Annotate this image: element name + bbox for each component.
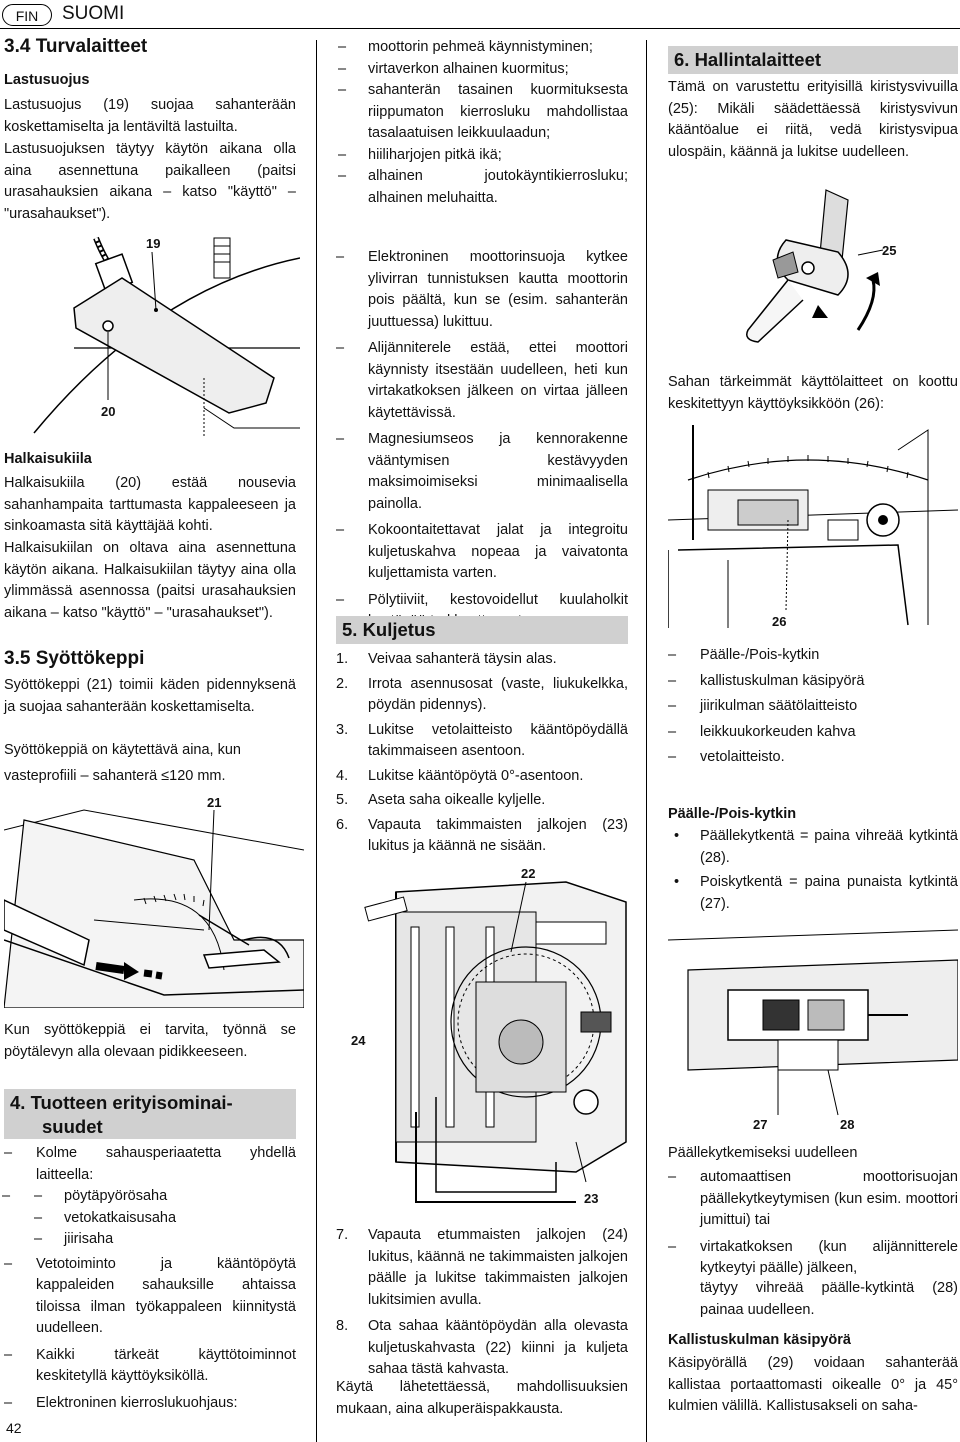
push-stick-figure [4,809,304,1008]
clamping-lever-figure [746,189,884,343]
section-5-title: 5. Kuljetus [336,616,628,644]
paragraph: Lastusuojuksen täytyy käytön aikana olla… [4,141,296,222]
language-code-badge: FIN [2,4,52,26]
column-divider-1 [316,40,317,1442]
paragraph: vasteprofiili – sahanterä ≤120 mm. [4,768,226,784]
list-item: virtaverkon alhainen kuormitus; [338,59,628,81]
list-item: Kaikki tärkeät käyttötoiminnot keskitety… [4,1345,296,1388]
list-item: vetolaitteisto. [668,747,958,769]
paragraph: Kun syöttökeppiä ei tarvita, työnnä se p… [4,1022,296,1060]
figure-label-23: 23 [584,1191,599,1206]
figure-label-25: 25 [882,243,897,258]
motor-features-list: moottorin pehmeä käynnistyminen; virtave… [336,37,628,209]
header-rule [0,28,960,29]
list-item: leikkuukorkeuden kahva [668,722,958,744]
list-item: automaattisen moottorisuojan päällekytke… [668,1167,958,1232]
list-item: alhainen joutokäyntikierrosluku; alhaine… [338,166,628,209]
list-item: Poiskytkentä = paina punaista kytkintä (… [668,872,958,915]
tilt-wheel-heading: Kallistuskulman käsipyörä [668,1332,851,1348]
paragraph: Käytä lähetettäessä, mahdollisuuksien mu… [336,1379,628,1417]
section-3-5-title: 3.5 Syöttökeppi [4,648,145,669]
list-item: 5.Aseta saha oikealle kyljelle. [336,792,546,808]
figure-label-28: 28 [840,1117,855,1132]
chip-guard-figure [33,236,300,438]
section-4-title: 4. Tuotteen erityisominai- suudet [4,1089,296,1139]
figure-label-20: 20 [101,404,116,419]
restart-heading: Päällekytkemiseksi uudelleen [668,1145,858,1161]
figure-label-22: 22 [521,866,536,881]
list-item: 6.Vapauta takimmaisten jalkojen (23) luk… [336,816,628,855]
column-divider-2 [646,40,647,1442]
list-item: Alijänniterele estää, ettei moottori käy… [336,338,628,424]
list-item: Magnesiumseos ja kennorakenne vääntymise… [336,429,628,515]
list-item: 4.Lukitse kääntöpöytä 0°-asentoon. [336,767,584,784]
saw-transport-figure [364,881,627,1203]
section-4-title-line-1: 4. Tuotteen erityisominai- [10,1092,233,1113]
paragraph: Syöttökeppi (21) toimii käden pidennykse… [4,677,296,715]
paragraph: Lastusuojus (19) suojaa sahanterään kosk… [4,97,296,135]
figure-label-27: 27 [753,1117,768,1132]
figure-label-24: 24 [351,1033,366,1048]
language-name: SUOMI [62,3,125,24]
list-item: pöytäpyörösaha [34,1186,296,1208]
paragraph: Tämä on varustettu erityisillä kiristysv… [668,79,958,160]
list-item: pöytäpyörösaha vetokatkaisusaha jiirisah… [2,1186,296,1251]
transport-steps-2: 7.Vapauta etummaisten jalkojen (24) luki… [336,1225,628,1381]
section-3-4-title: 3.4 Turvalaitteet [4,36,148,57]
list-item: Elektroninen moottorinsuoja kytkee ylivi… [336,247,628,333]
section-4-title-line-2: suudet [42,1116,103,1137]
transport-steps: 1.Veivaa sahanterä täysin alas. 2.Irrota… [336,649,628,858]
page-number: 42 [6,1420,22,1436]
list-item: hiiliharjojen pitkä ikä; [338,145,628,167]
list-item: Kolme sahausperiaatetta yhdellä laitteel… [4,1143,296,1186]
paragraph: Halkaisukiila (20) estää nousevia sahanh… [4,475,296,534]
list-item: 7.Vapauta etummaisten jalkojen (24) luki… [336,1227,628,1308]
list-item: 3.Lukitse vetolaitteisto kääntöpöydällä … [336,721,628,760]
control-unit-list: Päälle-/Pois-kytkin kallistuskulman käsi… [668,645,958,769]
figure-label-19: 19 [146,236,161,251]
lastusuojus-heading: Lastusuojus [4,72,90,88]
list-item: 8.Ota sahaa kääntöpöydän alla olevasta k… [336,1318,628,1377]
list-item: Kokoontaitettavat jalat ja integroitu ku… [336,520,628,585]
figure-label-21: 21 [207,795,222,810]
list-item: moottorin pehmeä käynnistyminen; [338,37,628,59]
on-off-switch-heading: Päälle-/Pois-kytkin [668,806,797,822]
protection-features-list: Elektroninen moottorinsuoja kytkee ylivi… [336,247,628,633]
list-item: sahanterän tasainen kuormituksesta riipp… [338,80,628,145]
switch-bullets: Päällekytkentä = paina vihreää kytkintä … [668,826,958,915]
list-item: jiirikulman säätölaitteisto [668,696,958,718]
list-item: kallistuskulman käsipyörä [668,671,958,693]
list-item: Päälle-/Pois-kytkin [668,645,958,667]
halkaisukiila-heading: Halkaisukiila [4,451,92,467]
paragraph: Sahan tärkeimmät käyttölaitteet on koott… [668,374,958,412]
list-item: Päällekytkentä = paina vihreää kytkintä … [668,826,958,869]
list-item: 1.Veivaa sahanterä täysin alas. [336,651,557,667]
list-item: Elektroninen kierroslukuohjaus: [4,1393,296,1415]
list-item: 2.Irrota asennusosat (vaste, liukukelkka… [336,675,628,714]
control-unit-figure [668,425,958,628]
list-item: virtakatkoksen (kun alijännitterele kytk… [668,1237,958,1280]
features-list: Kolme sahausperiaatetta yhdellä laitteel… [2,1143,296,1415]
restart-list: automaattisen moottorisuojan päällekytke… [668,1167,958,1280]
paragraph: Syöttökeppiä on käytettävä aina, kun [4,742,241,758]
on-off-switch-figure [668,929,958,1116]
figure-label-26: 26 [772,614,787,629]
paragraph: Käsipyörällä (29) voidaan sahanterää kal… [668,1355,958,1414]
list-item: Vetotoiminto ja kääntöpöytä kappaleiden … [4,1254,296,1340]
list-item: jiirisaha [34,1229,296,1251]
list-item: vetokatkaisusaha [34,1208,296,1230]
paragraph: Halkaisukiilan on oltava aina asennettun… [4,540,296,621]
section-6-title: 6. Hallintalaitteet [668,46,958,74]
paragraph: täytyy vihreää päälle-kytkintä (28) pain… [700,1280,958,1318]
